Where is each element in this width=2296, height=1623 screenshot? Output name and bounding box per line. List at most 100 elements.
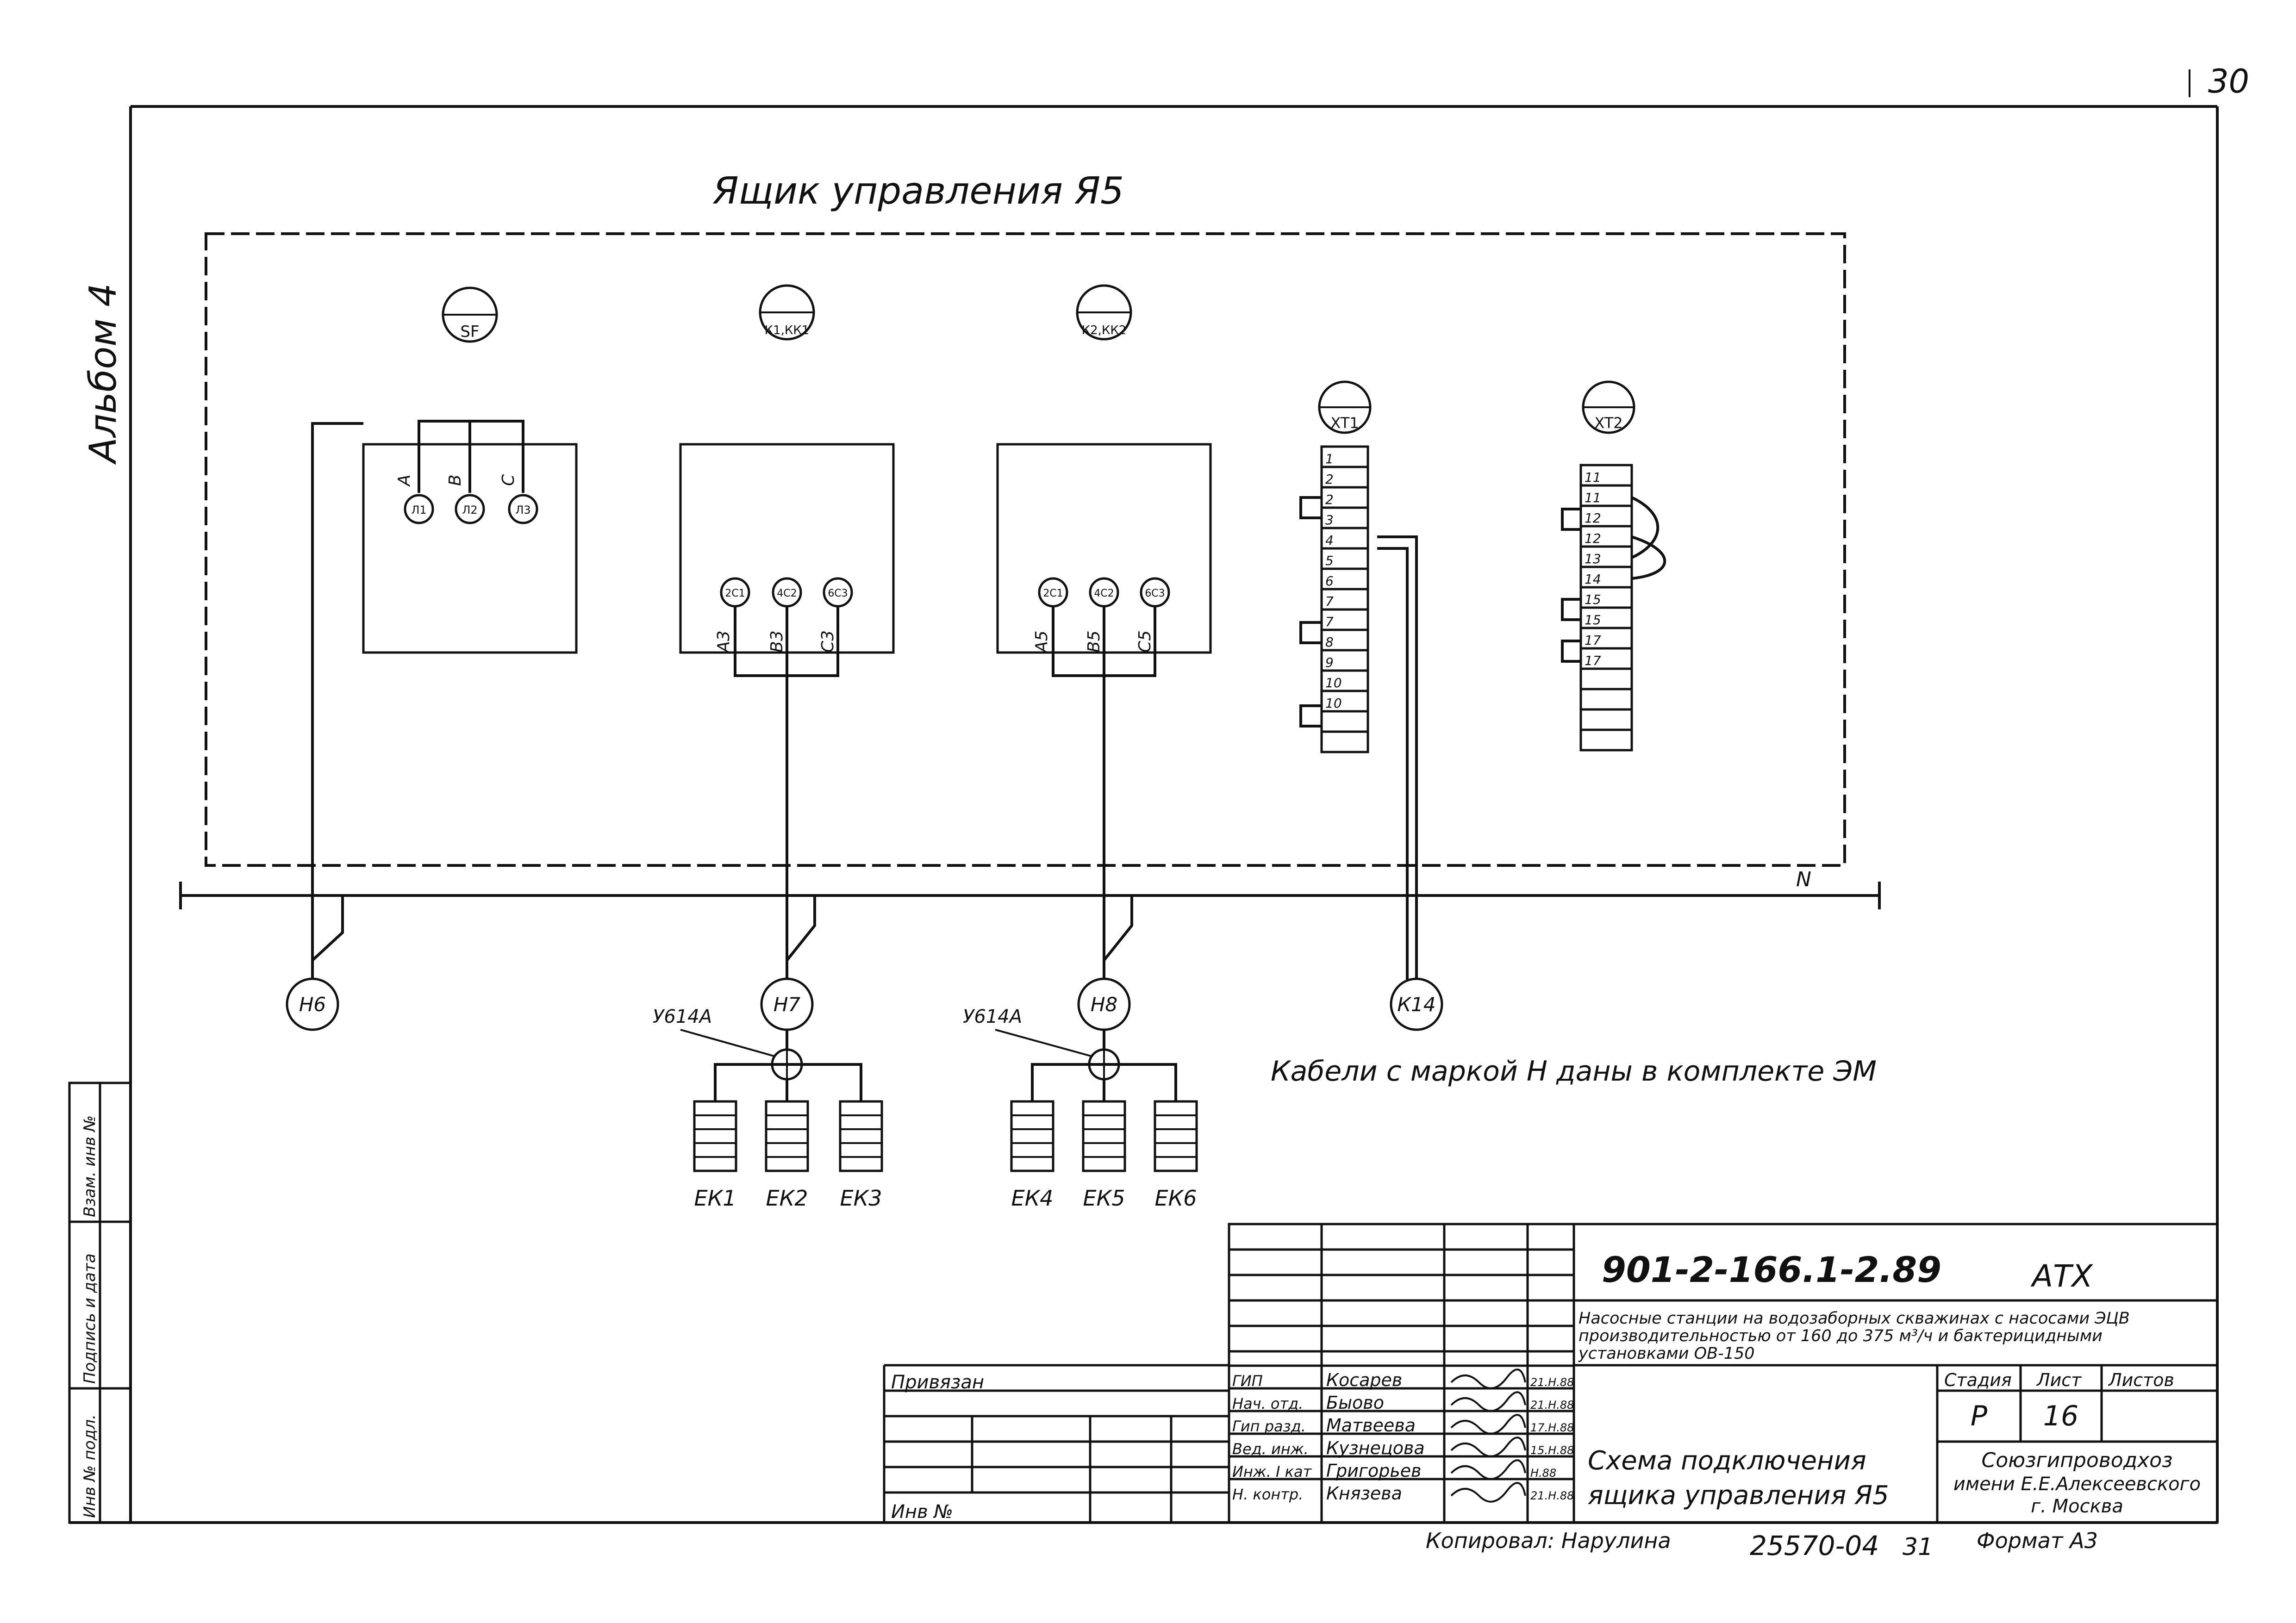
cable-marker-label: К14 (1397, 993, 1435, 1016)
sheet-value: 16 (2043, 1400, 2078, 1432)
side-stamp-vzam: Взам. инв № (81, 1115, 99, 1217)
contactor-2-terminal-label: 4С2 (1094, 588, 1114, 599)
page-number: 30 (2208, 62, 2249, 100)
xt2-cell (1579, 728, 1633, 752)
xt2-cell (1579, 586, 1633, 609)
cable-marker-label: Н6 (299, 993, 326, 1016)
sheet-header: Лист (2036, 1370, 2082, 1390)
signature-mark (1450, 1368, 1526, 1389)
breaker-sf-terminal-label: Л1 (411, 504, 426, 516)
xt2-loop (1631, 535, 1666, 580)
sheet-title-line: Схема подключения (1588, 1446, 1866, 1476)
cable-k14-route (1377, 535, 1418, 981)
cable-marker-label: Н7 (774, 993, 801, 1016)
cable-h6-route (311, 422, 363, 981)
heater-element (1010, 1100, 1054, 1172)
control-box-outline (205, 232, 1846, 867)
signature-mark (1450, 1414, 1526, 1435)
xt1-cell-number: 8 (1325, 634, 1334, 650)
staff-name: Матвеева (1326, 1415, 1416, 1436)
xt2-cell-number: 12 (1585, 510, 1601, 526)
xt2-loop (1631, 496, 1660, 559)
heater-element (693, 1100, 737, 1172)
staff-name: Кузнецова (1326, 1438, 1425, 1458)
heater-branches (1031, 1063, 1177, 1101)
xt2-cell (1579, 525, 1633, 548)
xt2-cell-number: 15 (1585, 612, 1601, 628)
staff-role: Инж. I кат (1232, 1463, 1312, 1480)
xt1-cell-number: 1 (1325, 451, 1334, 466)
stage-value: Р (1971, 1400, 1988, 1432)
signature-mark (1450, 1459, 1526, 1480)
cable-marker (1390, 977, 1443, 1031)
heater-element (765, 1100, 809, 1172)
breaker-sf-phase: B (446, 474, 465, 486)
xt1-cell (1320, 649, 1369, 672)
heater-label: ЕК6 (1155, 1186, 1197, 1211)
stage-header: Стадия (1944, 1370, 2012, 1390)
xt1-cell-number: 7 (1325, 614, 1334, 629)
xt2-jumper (1561, 598, 1581, 621)
staff-role: Нач. отд. (1232, 1395, 1303, 1412)
contactor-1-wire: А3 (714, 630, 733, 653)
xt2-tag: XT2 (1594, 414, 1622, 432)
junction-label: У614А (653, 1006, 712, 1027)
xt1-cell (1320, 567, 1369, 591)
xt1-jumper (1299, 621, 1322, 644)
xt1-cell-number: 7 (1325, 594, 1334, 609)
project-line: Насосные станции на водозаборных скважин… (1578, 1309, 2130, 1328)
xt2-cell (1579, 647, 1633, 670)
breaker-sf-terminal-label: Л2 (462, 504, 477, 516)
contactor-2-tag: К2,КК2 (1082, 323, 1127, 337)
heater-label: ЕК3 (840, 1186, 882, 1211)
xt1-cell (1320, 588, 1369, 611)
inv-no-label: Инв № (891, 1501, 953, 1523)
org-line: г. Москва (2031, 1496, 2123, 1517)
staff-role: Н. контр. (1232, 1486, 1303, 1503)
privyazan-label: Привязан (891, 1372, 984, 1393)
breaker-sf-terminal (404, 494, 434, 524)
neutral-bus-label: N (1796, 868, 1811, 891)
contactor-1-tag: К1,КК1 (765, 323, 810, 337)
breaker-sf-terminal (455, 494, 485, 524)
xt1-jumper (1299, 496, 1322, 519)
staff-role: Вед. инж. (1232, 1440, 1309, 1458)
staff-name: Григорьев (1326, 1461, 1422, 1481)
contactor-2-terminal-label: 2С1 (1043, 588, 1063, 599)
breaker-sf-phase: A (395, 474, 414, 487)
contactor-2-terminal-label: 6С3 (1145, 588, 1165, 599)
breaker-sf-terminal-label: Л3 (515, 504, 530, 516)
junction-leader (995, 1029, 1092, 1057)
sheet-title-line: ящика управления Я5 (1588, 1480, 1889, 1511)
xt1-cell-number: 5 (1325, 553, 1334, 568)
junction-leader (680, 1029, 774, 1057)
sheets-header: Листов (2108, 1370, 2174, 1390)
footer-doc-number: 25570-04 (1750, 1530, 1879, 1561)
contactor-2-wire: С5 (1136, 630, 1154, 653)
xt1-cell (1320, 730, 1369, 753)
heater-element (839, 1100, 883, 1172)
xt1-cell (1320, 710, 1369, 733)
xt1-cell-number: 10 (1325, 675, 1342, 690)
staff-date: 21.Н.88 (1530, 1399, 1574, 1412)
xt2-cell (1579, 545, 1633, 568)
xt2-jumper (1561, 508, 1581, 531)
org-line: Союзгипроводхоз (1981, 1449, 2172, 1472)
xt2-cell (1579, 627, 1633, 650)
staff-name: Косарев (1326, 1370, 1402, 1390)
staff-date: 21.Н.88 (1530, 1489, 1574, 1502)
heater-label: ЕК1 (694, 1186, 736, 1211)
breaker-sf-tag: SF (460, 323, 479, 341)
xt2-cell-number: 12 (1585, 531, 1601, 546)
signature-mark (1450, 1391, 1526, 1412)
cable-k14-route (1377, 547, 1409, 981)
breaker-sf: SF Л1 Л2 Л3 A B C (362, 286, 578, 654)
side-stamp: Инв № подл. Подпись и дата Взам. инв № (68, 1082, 132, 1524)
xt1-cell (1320, 445, 1369, 468)
cable-h8-n-branch (1103, 895, 1133, 961)
xt2-cell-number: 11 (1585, 470, 1601, 485)
xt2-cell-number: 17 (1585, 653, 1601, 668)
heater-label: ЕК4 (1011, 1186, 1054, 1211)
album-label: Альбом 4 (81, 283, 125, 465)
